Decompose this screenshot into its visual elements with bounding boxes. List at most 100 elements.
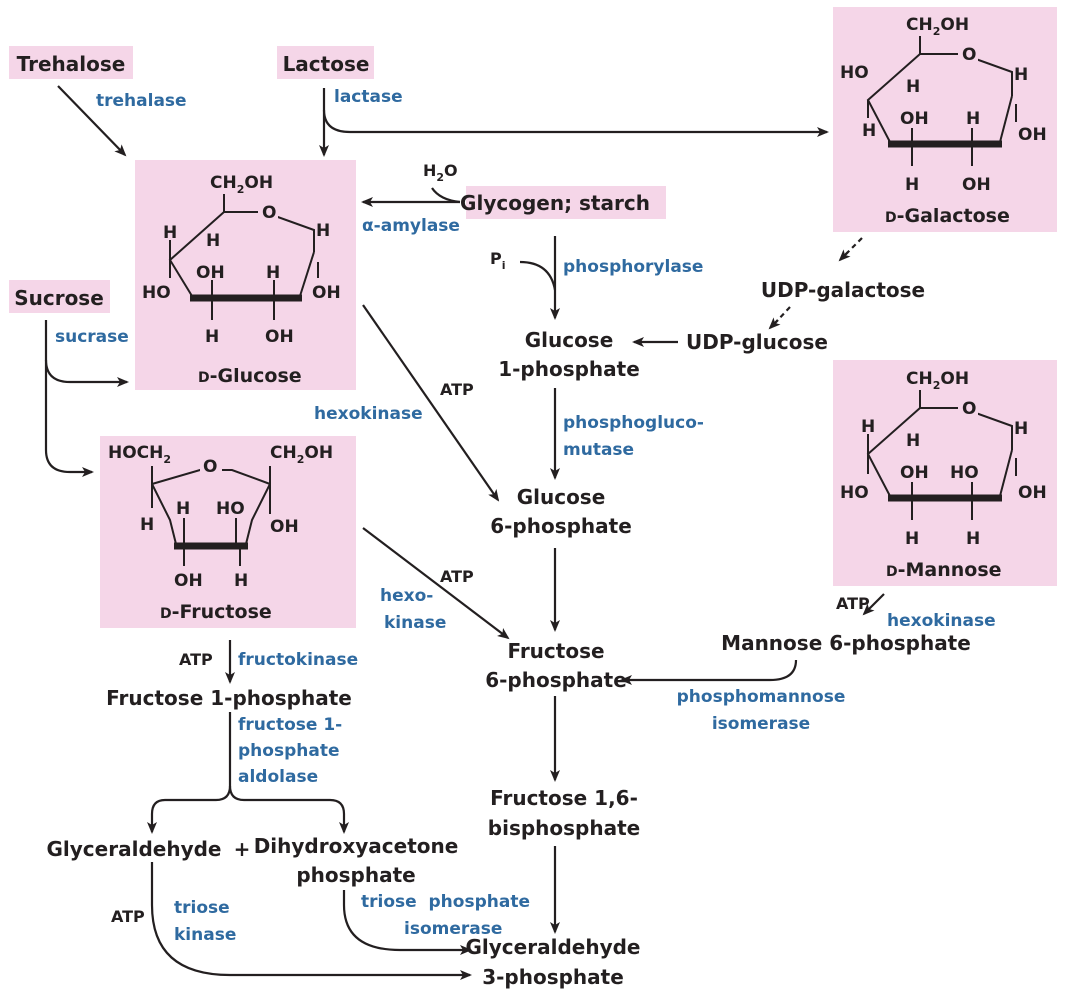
glyceraldehyde-3-phosphate-label-line1: Glyceraldehyde [466, 935, 641, 959]
svg-text:HO: HO [216, 499, 245, 519]
enzyme-hexokinase-mannose: hexokinase [887, 611, 996, 631]
mannose-name: D-Mannose [886, 559, 1002, 581]
mannose6p-to-fructose6p-arrow [620, 659, 798, 685]
dihydroxyacetone-phosphate-label-line1: Dihydroxyacetone [254, 834, 459, 858]
svg-text:H: H [205, 327, 219, 347]
svg-text:H: H [163, 223, 177, 243]
svg-text:HO: HO [142, 283, 171, 303]
svg-text:O: O [203, 457, 217, 477]
svg-text:H: H [316, 221, 330, 241]
fructose-16-bisphosphate-label-line1: Fructose 1,6- [490, 786, 638, 810]
svg-text:H: H [266, 263, 280, 283]
glucose-structure: CH2OH O H H HO OH H H OH H OH D-Glucose [142, 173, 341, 387]
dhap-to-g3p-arrow [342, 890, 472, 955]
enzyme-triose-phosphate-isomerase-line2: isomerase [404, 919, 502, 939]
mannose-6-phosphate-label: Mannose 6-phosphate [721, 631, 971, 655]
enzyme-phosphomannose-isomerase-line2: isomerase [712, 714, 810, 734]
enzyme-triose-kinase-line2: kinase [174, 925, 236, 945]
svg-text:HO: HO [840, 483, 869, 503]
svg-text:OH: OH [265, 327, 294, 347]
svg-text:H: H [861, 417, 875, 437]
svg-text:OH: OH [900, 109, 929, 129]
svg-text:O: O [962, 399, 976, 419]
svg-text:H: H [176, 499, 190, 519]
fructose-6-phosphate-label-line2: 6-phosphate [485, 668, 627, 692]
plus-sign: + [234, 837, 251, 861]
svg-text:OH: OH [900, 463, 929, 483]
mannose-structure: CH2OH O H H HO OH HO H H H OH D-Mannose [840, 369, 1047, 581]
svg-text:H: H [206, 231, 220, 251]
fructose-to-fructose6p-arrow [362, 527, 510, 640]
trehalose-to-glucose-arrow [57, 85, 127, 157]
svg-text:H: H [140, 515, 154, 535]
trehalose-box [9, 46, 133, 79]
svg-text:OH: OH [312, 283, 341, 303]
udp-galactose-label: UDP-galactose [761, 278, 925, 302]
fructose1p-to-triose-split [147, 712, 232, 834]
lactose-box [277, 46, 374, 79]
mannose-structure-box [833, 360, 1057, 586]
svg-text:H: H [862, 121, 876, 141]
fructose1p-to-dhap-arrow [228, 785, 349, 834]
glucose-name: D-Glucose [198, 365, 302, 387]
svg-text:H: H [1014, 65, 1028, 85]
lactose-to-galactose-arrow [322, 109, 829, 137]
fructose-structure-box [100, 436, 356, 628]
atp-hexokinase-glucose: ATP [440, 380, 474, 399]
enzyme-triose-phosphate-isomerase-line1: triose phosphate [361, 892, 530, 912]
svg-text:HOCH2: HOCH2 [108, 443, 171, 466]
fructose-16-bisphosphate-label-line2: bisphosphate [488, 816, 640, 840]
svg-text:H: H [1014, 419, 1028, 439]
trehalose-label: Trehalose [17, 52, 126, 76]
svg-text:CH2OH: CH2OH [210, 173, 273, 196]
enzyme-triose-kinase-line1: triose [174, 898, 230, 918]
atp-hexokinase-mannose: ATP [836, 594, 870, 613]
sucrose-box [9, 280, 110, 313]
enzyme-hexokinase-glucose: hexokinase [314, 404, 423, 424]
dihydroxyacetone-phosphate-label-line2: phosphate [296, 863, 415, 887]
pi-curve [519, 260, 557, 291]
enzyme-hexokinase-fructose-line1: hexo- [380, 586, 433, 606]
enzyme-fructose-1p-aldolase-line1: fructose 1- [238, 715, 342, 735]
atp-triose-kinase: ATP [111, 907, 145, 926]
svg-text:H: H [966, 529, 980, 549]
galactose-to-udpgalactose-arrowhead [838, 249, 851, 262]
fructose-6-phosphate-label-line1: Fructose [507, 639, 604, 663]
svg-text:OH: OH [1018, 483, 1047, 503]
galactose-structure: CH2OH O HO H H OH H H OH H OH D-Galactos… [840, 15, 1047, 227]
glucose-1-phosphate-label-line2: 1-phosphate [498, 357, 640, 381]
svg-text:H: H [905, 175, 919, 195]
svg-text:OH: OH [174, 571, 203, 591]
sucrose-label: Sucrose [14, 286, 104, 310]
svg-text:H: H [234, 571, 248, 591]
glyceraldehyde-3-phosphate-label-line2: 3-phosphate [482, 965, 624, 989]
svg-text:H: H [905, 529, 919, 549]
glyceraldehyde-label: Glyceraldehyde [47, 837, 222, 861]
fructose-structure: HOCH2 CH2OH O H H HO OH OH H D-Fructose [108, 443, 333, 623]
glucose-6-phosphate-label-line1: Glucose [517, 485, 606, 509]
udpgalactose-to-udpglucose-arrowhead [768, 317, 781, 330]
enzyme-phosphoglucomutase-line2: mutase [563, 440, 634, 460]
svg-text:O: O [262, 203, 276, 223]
lactose-label: Lactose [283, 52, 370, 76]
svg-text:CH2OH: CH2OH [906, 369, 969, 392]
water-label: H2O [423, 161, 458, 184]
enzyme-sucrase: sucrase [55, 327, 129, 347]
glycogen-starch-box [466, 186, 666, 219]
svg-text:CH2OH: CH2OH [906, 15, 969, 38]
glucose-6-phosphate-label-line2: 6-phosphate [490, 514, 632, 538]
svg-text:HO: HO [840, 63, 869, 83]
glucose-structure-box [135, 160, 356, 390]
svg-text:CH2OH: CH2OH [270, 443, 333, 466]
glucose-1-phosphate-label-line1: Glucose [525, 328, 614, 352]
galactose-structure-box [833, 7, 1057, 232]
enzyme-lactase: lactase [334, 87, 403, 107]
glycogen-starch-label: Glycogen; starch [460, 191, 650, 215]
svg-text:HO: HO [950, 463, 979, 483]
svg-text:H: H [906, 431, 920, 451]
enzyme-hexokinase-fructose-line2: kinase [384, 613, 446, 633]
enzyme-phosphorylase: phosphorylase [563, 257, 703, 277]
svg-text:H: H [966, 109, 980, 129]
enzyme-fructokinase: fructokinase [238, 650, 358, 670]
